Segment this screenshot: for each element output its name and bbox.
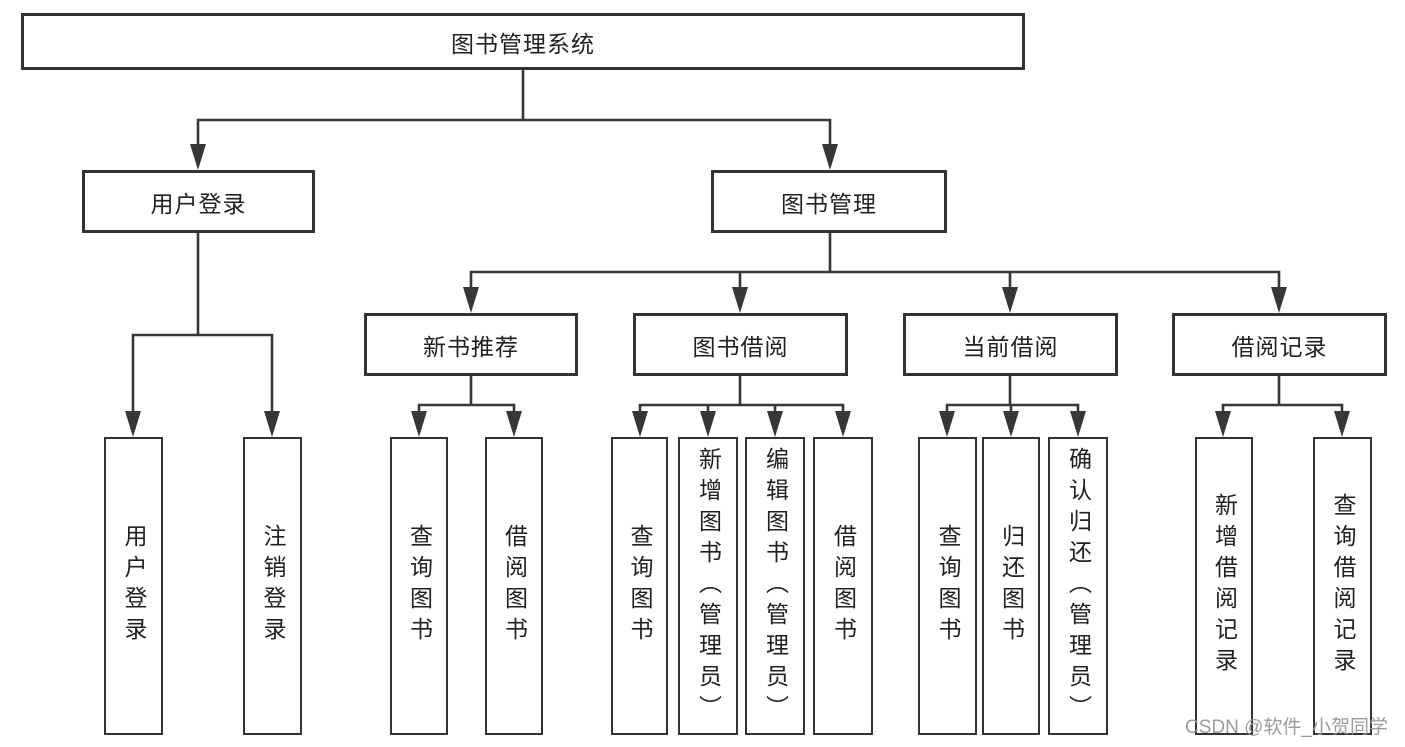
node-label: 图书管理系统 <box>451 30 595 57</box>
arrowhead <box>632 411 648 437</box>
node-user-login: 用户登录 <box>82 170 315 233</box>
arrowhead <box>506 411 522 437</box>
arrowhead <box>700 411 716 437</box>
leaf-label: 查询图书 <box>627 524 653 648</box>
leaf-return-books: 归还图书 <box>982 437 1040 735</box>
arrowhead <box>411 411 427 437</box>
leaf-label: 借阅图书 <box>830 524 857 648</box>
leaf-add-borrow-record: 新增借阅记录 <box>1195 437 1253 735</box>
leaf-label: 查询图书 <box>406 524 433 648</box>
connector-current-to-leaves <box>939 374 1086 437</box>
leaf-label: 编辑图书（管理员） <box>762 446 789 726</box>
leaf-confirm-return-admin: 确认归还（管理员） <box>1048 437 1108 735</box>
arrowhead <box>767 411 783 437</box>
arrowhead <box>835 411 851 437</box>
leaf-query-borrow-record: 查询借阅记录 <box>1313 437 1372 735</box>
leaf-borrow-books: 借阅图书 <box>813 437 873 735</box>
arrowhead <box>939 411 955 437</box>
arrowhead <box>1070 411 1086 437</box>
node-book-management: 图书管理 <box>711 170 947 233</box>
leaf-label: 新增借阅记录 <box>1211 493 1238 679</box>
connector-records-to-leaves <box>1215 374 1350 437</box>
node-label: 用户登录 <box>150 190 247 217</box>
leaf-label: 新增图书（管理员） <box>695 446 722 726</box>
arrowhead <box>1334 411 1350 437</box>
leaf-add-book-admin: 新增图书（管理员） <box>678 437 738 735</box>
connector-borrowing-to-leaves <box>632 374 851 437</box>
leaf-label: 借阅图书 <box>501 524 528 648</box>
node-label: 图书借阅 <box>692 333 789 360</box>
connector-root-to-level2 <box>190 68 838 170</box>
node-new-book-recommendation: 新书推荐 <box>364 313 578 376</box>
leaf-query-books: 查询图书 <box>611 437 668 735</box>
connector-newbooks-to-leaves <box>411 374 522 437</box>
arrowhead <box>1215 411 1231 437</box>
connector-login-to-leaves <box>125 231 280 437</box>
node-current-borrowing: 当前借阅 <box>903 313 1118 376</box>
arrowhead <box>463 287 479 313</box>
arrowhead <box>1002 287 1018 313</box>
leaf-query-books: 查询图书 <box>918 437 977 735</box>
node-book-borrowing: 图书借阅 <box>633 313 848 376</box>
leaf-user-login: 用户登录 <box>104 437 163 735</box>
arrowhead <box>1271 287 1287 313</box>
node-library-management-system: 图书管理系统 <box>21 13 1025 70</box>
node-label: 图书管理 <box>781 190 877 217</box>
leaf-label: 查询借阅记录 <box>1330 493 1356 679</box>
arrowhead <box>264 411 280 437</box>
arrowhead <box>1003 411 1019 437</box>
leaf-query-books: 查询图书 <box>390 437 448 735</box>
arrowhead <box>822 144 838 170</box>
leaf-label: 确认归还（管理员） <box>1065 446 1092 726</box>
leaf-label: 注销登录 <box>260 524 286 648</box>
arrowhead <box>190 144 206 170</box>
leaf-label: 用户登录 <box>121 524 147 648</box>
node-label: 当前借阅 <box>962 333 1059 360</box>
node-label: 借阅记录 <box>1231 333 1328 360</box>
node-label: 新书推荐 <box>423 333 519 360</box>
connector-management-to-groups <box>463 231 1287 313</box>
watermark: CSDN @软件_小贺同学 <box>1185 717 1388 738</box>
leaf-label: 查询图书 <box>935 524 961 648</box>
leaf-edit-book-admin: 编辑图书（管理员） <box>745 437 805 735</box>
arrowhead <box>125 411 141 437</box>
node-borrowing-records: 借阅记录 <box>1172 313 1387 376</box>
arrowhead <box>732 287 748 313</box>
leaf-label: 归还图书 <box>998 524 1025 648</box>
leaf-borrow-books: 借阅图书 <box>485 437 543 735</box>
leaf-logout: 注销登录 <box>243 437 302 735</box>
